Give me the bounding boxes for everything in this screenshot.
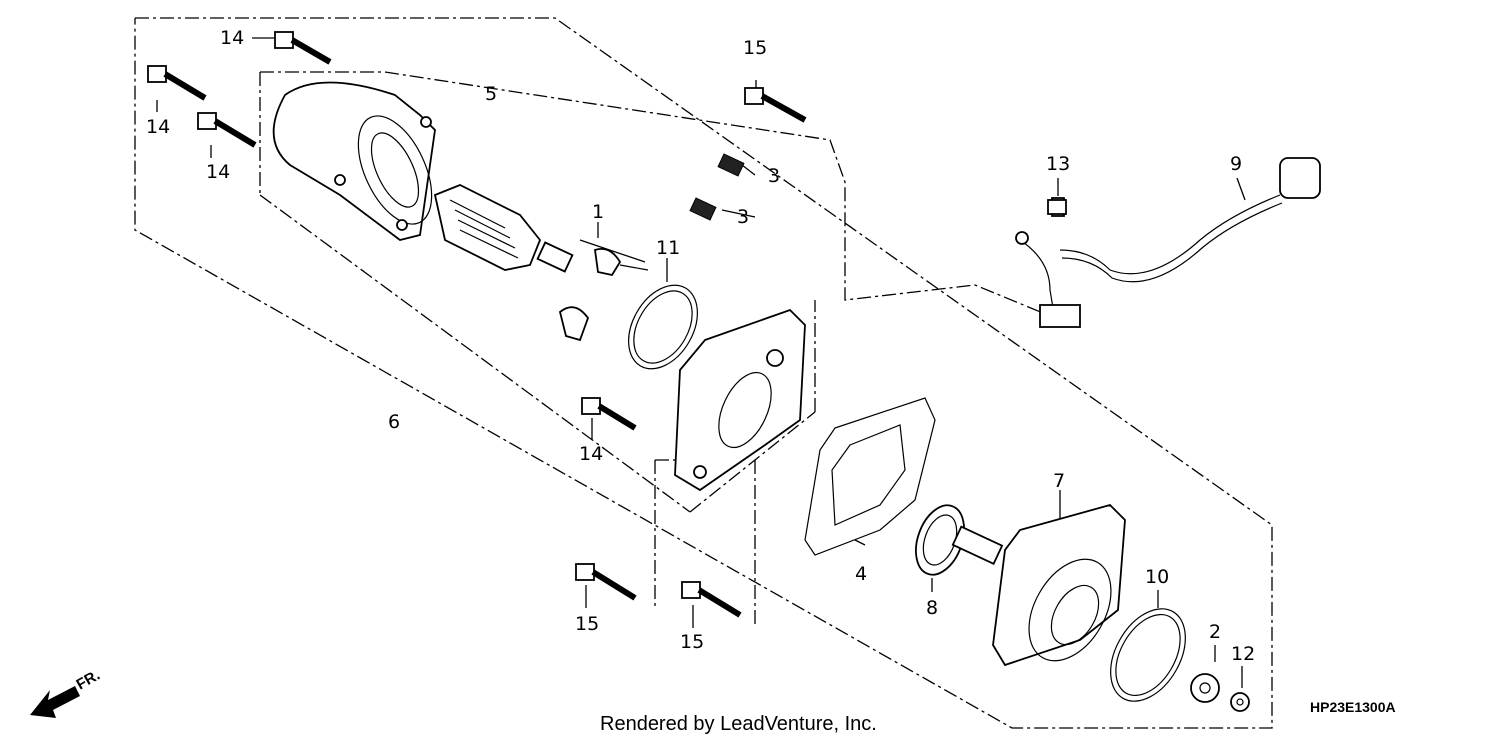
callout-8: 8 bbox=[926, 597, 938, 619]
callout-5: 5 bbox=[485, 83, 497, 105]
diagram-code: HP23E1300A bbox=[1310, 699, 1396, 715]
callout-12: 12 bbox=[1231, 643, 1255, 665]
front-cover bbox=[674, 308, 806, 492]
brush-set bbox=[558, 247, 649, 342]
pinion-gear bbox=[1190, 673, 1220, 703]
gear-case bbox=[992, 503, 1126, 667]
o-ring-10 bbox=[1110, 608, 1186, 702]
armature bbox=[433, 184, 574, 273]
callout-15a: 15 bbox=[743, 37, 767, 59]
assembly-outline-5 bbox=[259, 71, 1061, 513]
callout-14b: 14 bbox=[146, 116, 170, 138]
nut-12 bbox=[1230, 692, 1250, 712]
bolt-14-mid bbox=[581, 397, 637, 431]
callout-2: 2 bbox=[1209, 621, 1221, 643]
front-marker-label: FR. bbox=[74, 667, 103, 694]
o-ring-11 bbox=[628, 284, 698, 370]
rendered-by-credit: Rendered by LeadVenture, Inc. bbox=[600, 713, 877, 735]
reduction-gear bbox=[915, 504, 1004, 576]
brush-springs bbox=[689, 153, 745, 221]
callout-9: 9 bbox=[1230, 153, 1242, 175]
callout-15c: 15 bbox=[680, 631, 704, 653]
front-arrow-icon bbox=[30, 686, 80, 718]
bolt-13 bbox=[1047, 199, 1067, 215]
starter-yoke bbox=[272, 81, 436, 241]
callout-11: 11 bbox=[656, 237, 680, 259]
bolt-15-bottom-b bbox=[681, 581, 742, 618]
callout-14a: 14 bbox=[220, 27, 244, 49]
bolt-14-top bbox=[274, 31, 332, 65]
assembly-outline-6 bbox=[134, 17, 1273, 729]
callout-6: 6 bbox=[388, 411, 400, 433]
callout-15b: 15 bbox=[575, 613, 599, 635]
leader-lines bbox=[156, 37, 1246, 688]
bolt-14-left-b bbox=[197, 112, 257, 148]
callout-4: 4 bbox=[855, 563, 867, 585]
callout-10: 10 bbox=[1145, 566, 1169, 588]
callout-1: 1 bbox=[592, 201, 604, 223]
callout-3b: 3 bbox=[737, 206, 749, 228]
bolt-14-left-a bbox=[147, 65, 207, 101]
bolt-15-top bbox=[744, 87, 807, 123]
callout-14d: 14 bbox=[579, 443, 603, 465]
bolt-15-bottom-a bbox=[575, 563, 637, 601]
callout-13: 13 bbox=[1046, 153, 1070, 175]
callout-3a: 3 bbox=[768, 165, 780, 187]
callout-14c: 14 bbox=[206, 161, 230, 183]
callout-7: 7 bbox=[1053, 470, 1065, 492]
gasket-4 bbox=[804, 397, 936, 556]
wire-harness bbox=[1015, 157, 1321, 328]
